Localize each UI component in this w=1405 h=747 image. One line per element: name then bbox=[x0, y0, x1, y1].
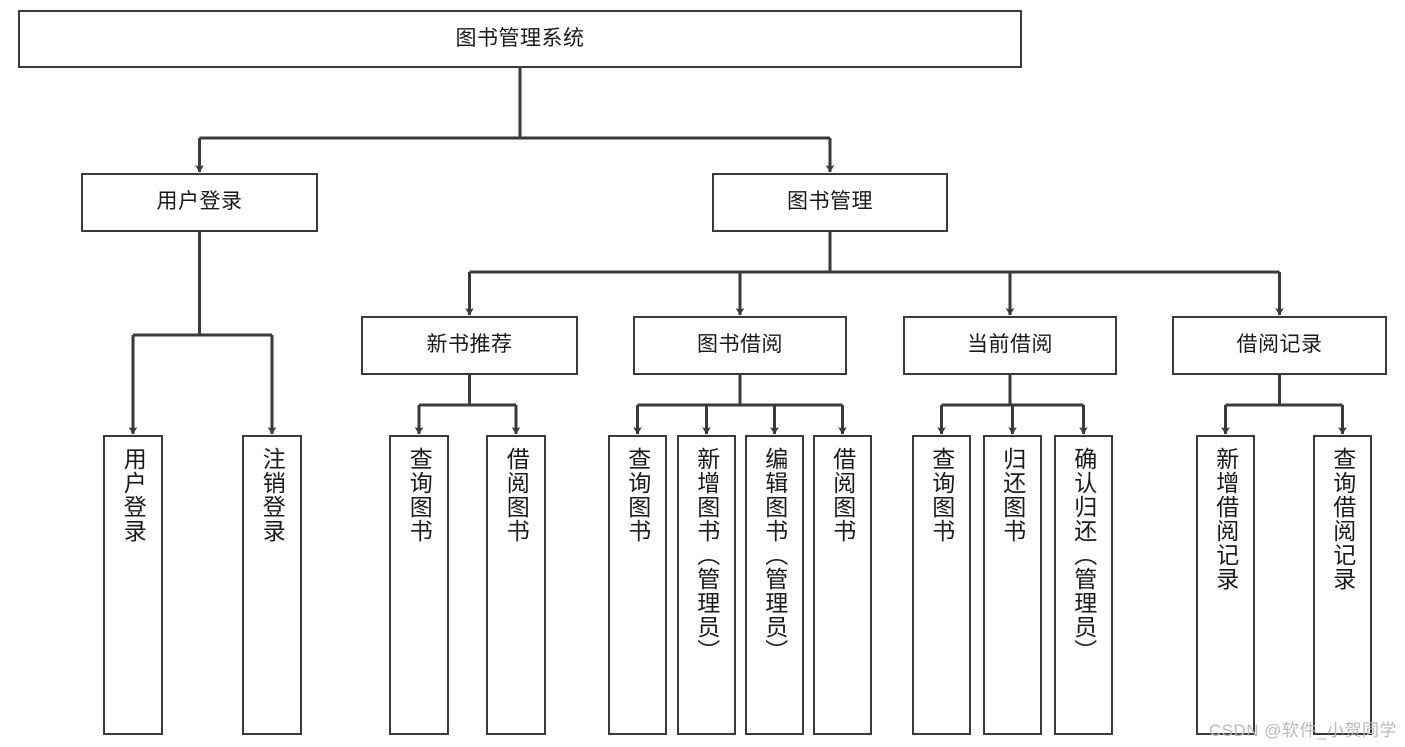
node-leaf-bb-edit[interactable]: 编辑图书（管理员） bbox=[745, 435, 804, 735]
node-leaf-user-login[interactable]: 用户登录 bbox=[103, 435, 163, 735]
node-label-borrow-record: 借阅记录 bbox=[1236, 333, 1323, 357]
node-leaf-bb-borrow[interactable]: 借阅图书 bbox=[813, 435, 872, 735]
node-label-leaf-bb-edit: 编辑图书（管理员） bbox=[761, 447, 788, 663]
node-label-user-login: 用户登录 bbox=[156, 190, 243, 214]
node-book-mgmt[interactable]: 图书管理 bbox=[712, 173, 948, 232]
node-label-leaf-cb-return: 归还图书 bbox=[999, 447, 1026, 543]
node-leaf-bb-query[interactable]: 查询图书 bbox=[608, 435, 667, 735]
node-book-borrow[interactable]: 图书借阅 bbox=[633, 316, 847, 375]
node-label-book-mgmt: 图书管理 bbox=[787, 190, 873, 214]
node-current-borrow[interactable]: 当前借阅 bbox=[903, 316, 1117, 375]
node-leaf-rec-borrow[interactable]: 借阅图书 bbox=[486, 435, 546, 735]
node-label-current-borrow: 当前借阅 bbox=[967, 333, 1053, 357]
node-leaf-cb-query[interactable]: 查询图书 bbox=[912, 435, 971, 735]
node-leaf-rec-query[interactable]: 查询图书 bbox=[389, 435, 449, 735]
node-label-leaf-rec-borrow: 借阅图书 bbox=[503, 447, 530, 543]
node-leaf-cb-return[interactable]: 归还图书 bbox=[983, 435, 1042, 735]
node-label-leaf-user-logout: 注销登录 bbox=[259, 447, 286, 543]
node-label-book-borrow: 图书借阅 bbox=[697, 333, 783, 357]
node-label-leaf-rec-query: 查询图书 bbox=[406, 447, 433, 543]
node-leaf-br-add[interactable]: 新增借阅记录 bbox=[1196, 435, 1255, 735]
node-label-leaf-bb-query: 查询图书 bbox=[624, 447, 651, 543]
node-label-leaf-br-query: 查询借阅记录 bbox=[1329, 447, 1356, 591]
node-user-login[interactable]: 用户登录 bbox=[81, 173, 318, 232]
node-leaf-user-logout[interactable]: 注销登录 bbox=[242, 435, 302, 735]
node-label-leaf-bb-add: 新增图书（管理员） bbox=[693, 447, 720, 663]
node-leaf-bb-add[interactable]: 新增图书（管理员） bbox=[677, 435, 736, 735]
node-label-leaf-user-login: 用户登录 bbox=[120, 447, 147, 543]
node-new-book-rec[interactable]: 新书推荐 bbox=[361, 316, 578, 375]
node-label-leaf-br-add: 新增借阅记录 bbox=[1212, 447, 1239, 591]
node-leaf-cb-confirm[interactable]: 确认归还（管理员） bbox=[1054, 435, 1113, 735]
node-label-leaf-cb-confirm: 确认归还（管理员） bbox=[1070, 447, 1097, 663]
node-leaf-br-query[interactable]: 查询借阅记录 bbox=[1313, 435, 1372, 735]
node-label-leaf-bb-borrow: 借阅图书 bbox=[829, 447, 856, 543]
node-label-root: 图书管理系统 bbox=[455, 26, 585, 50]
node-label-new-book-rec: 新书推荐 bbox=[426, 333, 513, 357]
node-borrow-record[interactable]: 借阅记录 bbox=[1172, 316, 1387, 375]
node-label-leaf-cb-query: 查询图书 bbox=[928, 447, 955, 543]
node-root[interactable]: 图书管理系统 bbox=[18, 10, 1022, 68]
